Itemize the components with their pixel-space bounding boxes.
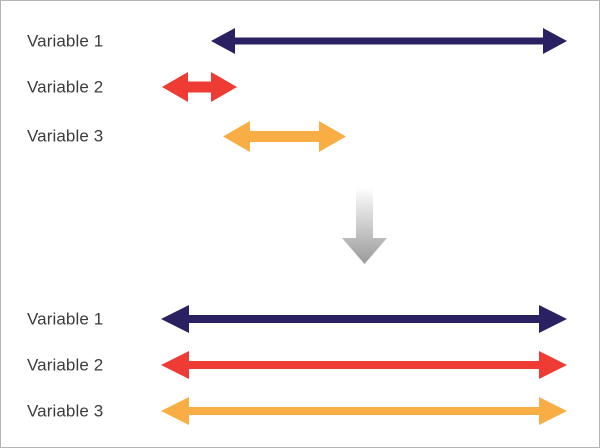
arrow-orange-bottom_panel-3 (161, 397, 567, 425)
variable-label-bottom_panel-2: Variable 2 (27, 355, 104, 375)
arrow-shape (223, 120, 346, 152)
arrow-red-top_panel-2 (162, 72, 237, 102)
variable-label-bottom_panel-3: Variable 3 (27, 401, 104, 421)
down-arrow-shape (342, 187, 387, 264)
variable-label-top_panel-2: Variable 2 (27, 77, 104, 97)
arrow-shape (161, 305, 567, 333)
variable-label-top_panel-3: Variable 3 (27, 126, 104, 146)
arrow-shape (211, 28, 567, 54)
arrow-navy-bottom_panel-1 (161, 305, 567, 333)
arrow-shape (162, 72, 237, 102)
arrow-navy-top_panel-1 (211, 28, 567, 54)
down-arrow-icon (342, 187, 387, 264)
variable-label-bottom_panel-1: Variable 1 (27, 309, 104, 329)
downward-gradient-arrow (342, 187, 387, 264)
arrow-red-bottom_panel-2 (161, 351, 567, 379)
arrow-shape (161, 351, 567, 379)
variable-label-top_panel-1: Variable 1 (27, 31, 104, 51)
arrow-shape (161, 397, 567, 425)
arrow-orange-top_panel-3 (223, 120, 346, 152)
